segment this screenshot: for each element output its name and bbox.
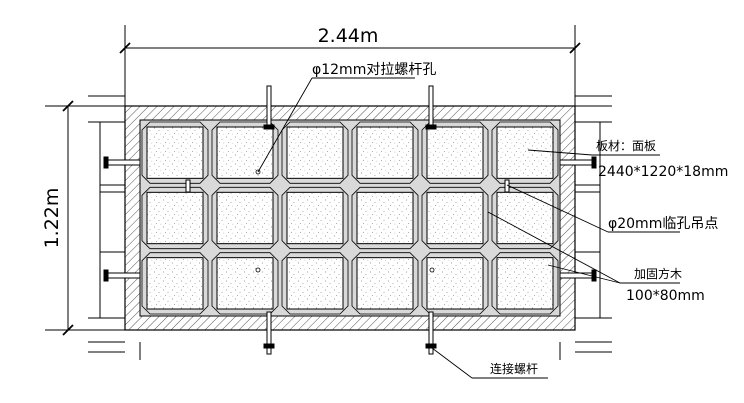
- height-dimension: [45, 100, 125, 336]
- panel-cell: [216, 257, 274, 310]
- panel-cell: [426, 257, 484, 310]
- stiffener-size-label: 100*80mm: [626, 288, 705, 304]
- panel-cell: [496, 126, 554, 179]
- panel-cell: [426, 191, 484, 245]
- panel-size-label: 2440*1220*18mm: [598, 164, 728, 180]
- bolt-hole-marker: [429, 267, 435, 273]
- height-label: 1.22m: [41, 188, 63, 249]
- panel-cell: [496, 257, 554, 310]
- width-dimension: [119, 25, 581, 106]
- side-bolts: [103, 156, 597, 282]
- connecting-bolt-label: 连接螺杆: [490, 361, 538, 376]
- stiffener-name-label: 加固方木: [634, 266, 682, 281]
- panel-cell: [426, 126, 484, 179]
- panel-cell: [146, 126, 204, 179]
- panel-cell: [146, 191, 204, 245]
- panel-cell: [496, 191, 554, 245]
- top-bottom-bolts: [263, 85, 437, 355]
- panel-cells: [141, 121, 559, 315]
- panel-cell: [146, 257, 204, 310]
- bolt-hole-marker: [255, 267, 261, 273]
- leader-lines: [257, 77, 680, 379]
- lifting-hole-label: φ20mm临孔吊点: [608, 216, 718, 232]
- panel-cell: [356, 126, 414, 179]
- bolt-hole-label: φ12mm对拉螺杆孔: [312, 62, 436, 78]
- panel-cell: [356, 191, 414, 245]
- panel-cell: [216, 191, 274, 245]
- panel-cell: [216, 126, 274, 179]
- panel-cell: [286, 191, 344, 245]
- panel-material-label: 板材：面板: [596, 139, 656, 153]
- panel-cell: [286, 126, 344, 179]
- width-label: 2.44m: [318, 25, 379, 47]
- panel-cell: [286, 257, 344, 310]
- panel-cell: [356, 257, 414, 310]
